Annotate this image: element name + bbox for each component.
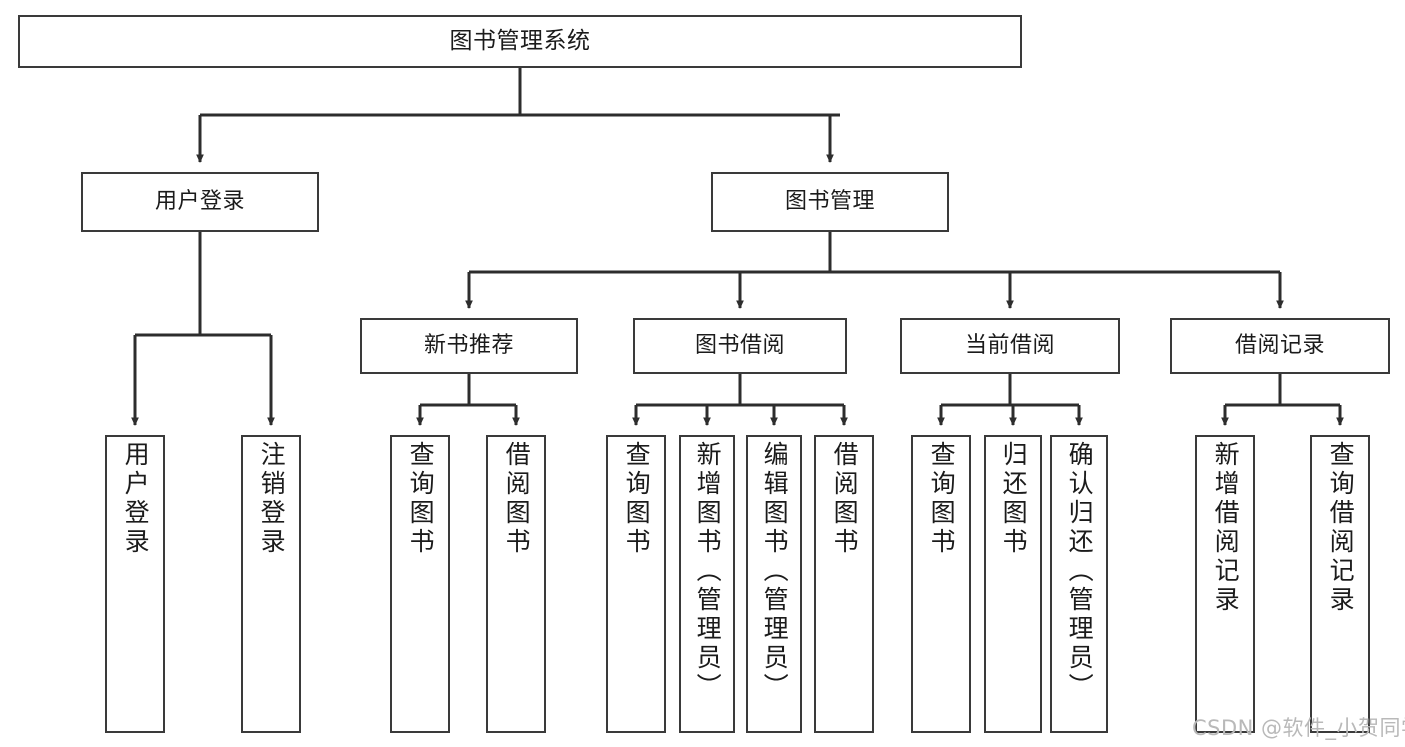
node-leaf-query-borrow-record-label: 查询借阅记录 xyxy=(1326,441,1356,615)
node-user-login-label: 用户登录 xyxy=(154,189,245,215)
node-leaf-query-book-rec[interactable]: 查询图书 xyxy=(390,435,450,733)
node-leaf-add-borrow-record-label: 新增借阅记录 xyxy=(1211,441,1241,615)
node-leaf-return-book[interactable]: 归还图书 xyxy=(984,435,1042,733)
node-leaf-confirm-return-admin-label: 确认归还（管理员） xyxy=(1065,441,1095,702)
node-book-manage-label: 图书管理 xyxy=(784,189,875,215)
node-leaf-borrow-book[interactable]: 借阅图书 xyxy=(814,435,874,733)
node-root[interactable]: 图书管理系统 xyxy=(18,15,1022,68)
node-borrow-record-label: 借阅记录 xyxy=(1234,333,1325,359)
node-new-book-recommend[interactable]: 新书推荐 xyxy=(360,318,578,374)
node-leaf-query-book-rec-label: 查询图书 xyxy=(406,441,436,557)
node-leaf-borrow-book-rec-label: 借阅图书 xyxy=(502,441,532,557)
node-leaf-add-book-admin[interactable]: 新增图书（管理员） xyxy=(679,435,735,733)
node-leaf-add-borrow-record[interactable]: 新增借阅记录 xyxy=(1195,435,1255,733)
node-leaf-user-login[interactable]: 用户登录 xyxy=(105,435,165,733)
node-leaf-edit-book-admin-label: 编辑图书（管理员） xyxy=(760,441,790,702)
node-leaf-user-logout-label: 注销登录 xyxy=(257,441,287,557)
node-leaf-query-book-cur-label: 查询图书 xyxy=(927,441,957,557)
node-leaf-query-book-cur[interactable]: 查询图书 xyxy=(911,435,971,733)
node-leaf-edit-book-admin[interactable]: 编辑图书（管理员） xyxy=(746,435,802,733)
node-book-borrow-label: 图书借阅 xyxy=(694,333,785,359)
node-current-borrow-label: 当前借阅 xyxy=(964,333,1055,359)
node-leaf-query-borrow-record[interactable]: 查询借阅记录 xyxy=(1310,435,1370,733)
node-leaf-query-book-borrow-label: 查询图书 xyxy=(622,441,652,557)
node-leaf-borrow-book-label: 借阅图书 xyxy=(830,441,860,557)
node-book-borrow[interactable]: 图书借阅 xyxy=(633,318,847,374)
node-leaf-user-login-label: 用户登录 xyxy=(121,441,151,557)
node-book-manage[interactable]: 图书管理 xyxy=(711,172,949,232)
node-leaf-confirm-return-admin[interactable]: 确认归还（管理员） xyxy=(1050,435,1108,733)
node-current-borrow[interactable]: 当前借阅 xyxy=(900,318,1120,374)
node-borrow-record[interactable]: 借阅记录 xyxy=(1170,318,1390,374)
node-user-login[interactable]: 用户登录 xyxy=(81,172,319,232)
node-leaf-return-book-label: 归还图书 xyxy=(999,441,1029,557)
node-leaf-borrow-book-rec[interactable]: 借阅图书 xyxy=(486,435,546,733)
node-leaf-add-book-admin-label: 新增图书（管理员） xyxy=(693,441,723,702)
node-new-book-recommend-label: 新书推荐 xyxy=(423,333,514,359)
node-leaf-query-book-borrow[interactable]: 查询图书 xyxy=(606,435,666,733)
node-leaf-user-logout[interactable]: 注销登录 xyxy=(241,435,301,733)
node-root-label: 图书管理系统 xyxy=(449,27,591,54)
